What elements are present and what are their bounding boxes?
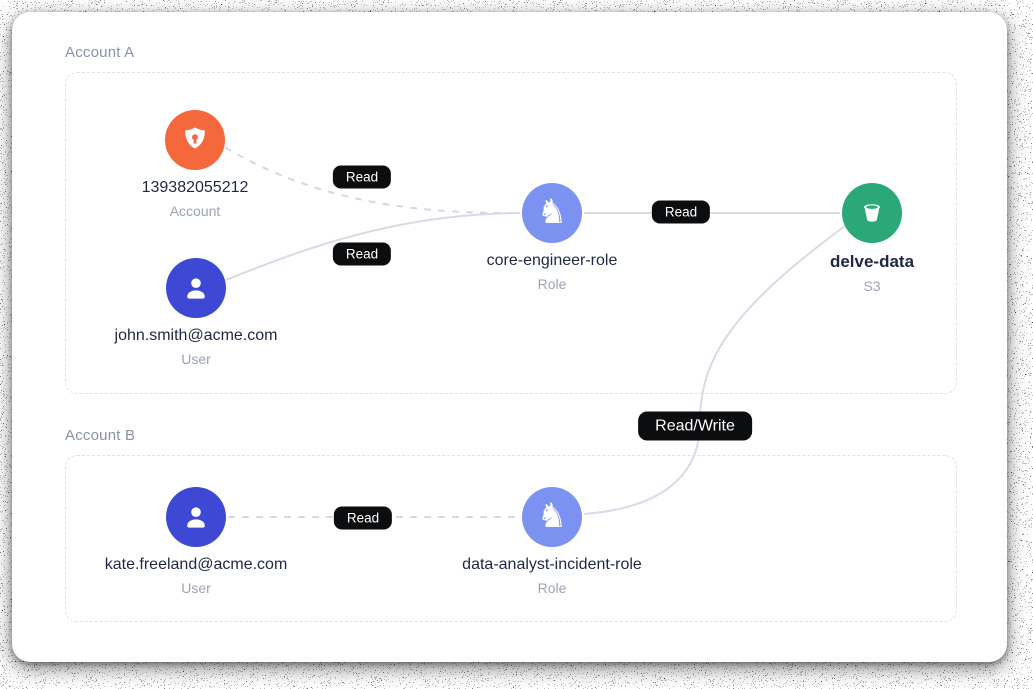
knight-icon: ♞ xyxy=(536,192,568,232)
node-name: core-engineer-role xyxy=(486,252,618,269)
node-account: 139382055212 Account xyxy=(65,110,325,219)
shield-lock-icon xyxy=(185,127,205,149)
node-name: kate.freeland@acme.com xyxy=(104,556,288,573)
group-box-account-a xyxy=(65,72,957,394)
s3-node-circle[interactable] xyxy=(842,183,902,243)
node-s3-delve-data: delve-data S3 xyxy=(742,183,1002,294)
permission-badge-read: Read xyxy=(651,200,711,224)
role-node-circle[interactable]: ♞ xyxy=(522,183,582,243)
node-user-kate: kate.freeland@acme.com User xyxy=(66,487,326,596)
knight-icon: ♞ xyxy=(536,496,568,536)
node-user-john: john.smith@acme.com User xyxy=(66,258,326,367)
node-role-data-analyst: ♞ data-analyst-incident-role Role xyxy=(422,487,682,596)
node-name: delve-data xyxy=(829,252,915,271)
node-type-label: Role xyxy=(537,276,567,292)
permission-badge-read: Read xyxy=(333,506,393,530)
node-type-label: User xyxy=(181,351,211,367)
account-node-circle[interactable] xyxy=(165,110,225,170)
node-type-label: Role xyxy=(537,580,567,596)
node-name: data-analyst-incident-role xyxy=(462,556,642,573)
permission-badge-read: Read xyxy=(332,165,392,189)
node-name: 139382055212 xyxy=(141,179,249,196)
user-node-circle[interactable] xyxy=(166,487,226,547)
group-label-account-b: Account B xyxy=(65,427,136,444)
node-type-label: Account xyxy=(169,203,221,219)
node-type-label: S3 xyxy=(863,278,881,294)
node-type-label: User xyxy=(181,580,211,596)
permission-badge-read-write: Read/Write xyxy=(638,411,752,441)
role-node-circle[interactable]: ♞ xyxy=(522,487,582,547)
group-label-account-a: Account A xyxy=(65,44,135,61)
permission-badge-read: Read xyxy=(332,242,392,266)
node-name: john.smith@acme.com xyxy=(114,327,278,344)
group-box-account-b xyxy=(65,455,957,622)
user-icon xyxy=(187,278,205,299)
node-role-core-engineer: ♞ core-engineer-role Role xyxy=(422,183,682,292)
user-icon xyxy=(187,507,205,528)
user-node-circle[interactable] xyxy=(166,258,226,318)
s3-bucket-icon xyxy=(864,204,880,222)
